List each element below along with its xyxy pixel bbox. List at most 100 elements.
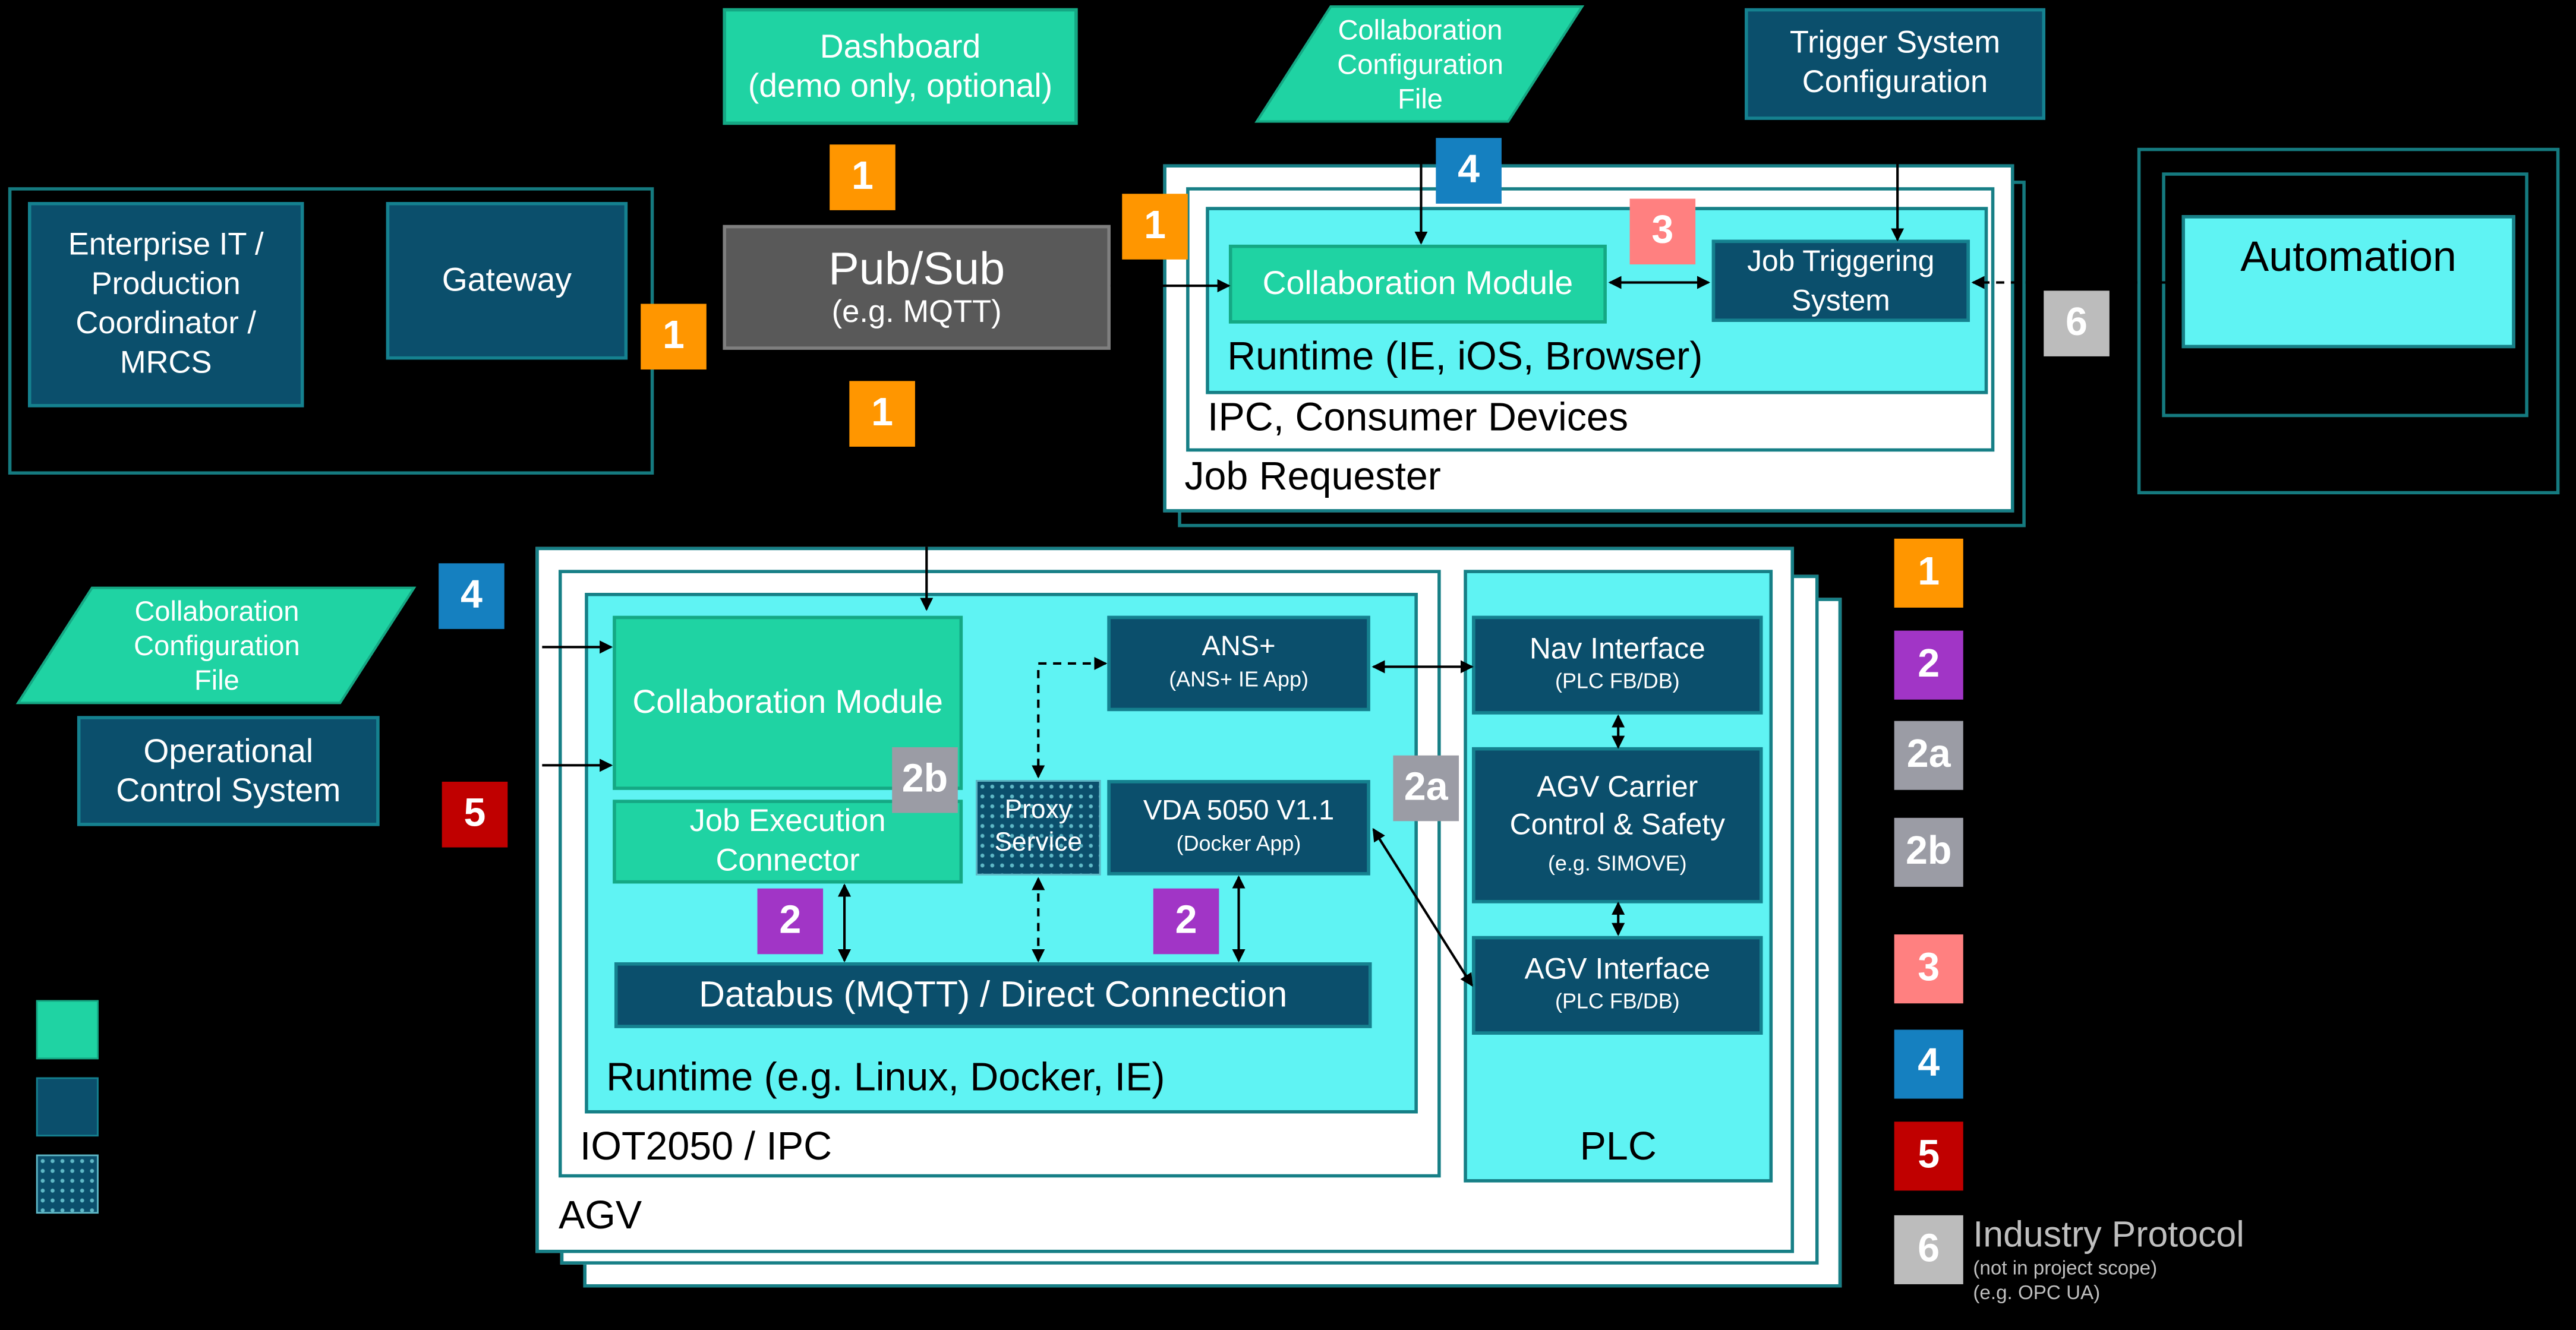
proxy-line-2: Service <box>994 829 1083 858</box>
badge-6: 6 <box>2044 290 2110 356</box>
automation-label: Automation <box>2240 231 2457 281</box>
badge-label: 2 <box>1918 642 1940 687</box>
badge-label: 2b <box>901 757 948 802</box>
badge-4-agv: 4 <box>439 563 505 629</box>
badge-label: 3 <box>1918 946 1940 991</box>
vda-5050-box: VDA 5050 V1.1(Docker App) <box>1107 780 1370 876</box>
industry-protocol-note-1: (not in project scope) <box>1973 1256 2158 1280</box>
agv-collab-file-line-3: File <box>194 664 239 696</box>
badge-4-jr: 4 <box>1436 138 1502 204</box>
automation-box: Automation <box>2181 215 2515 349</box>
pubsub-box: Pub/Sub(e.g. MQTT) <box>723 225 1111 350</box>
badge-label: 5 <box>1918 1133 1940 1178</box>
badge-label: 2b <box>1905 829 1952 874</box>
ipc-label: IPC, Consumer Devices <box>1207 396 1629 440</box>
trigger-config-line-2: Configuration <box>1802 65 1988 100</box>
job-triggering-line-1: Job Triggering <box>1747 244 1935 278</box>
nav-interface: Nav Interface(PLC FB/DB) <box>1472 615 1763 715</box>
legend-badge-4: 4 <box>1894 1029 1963 1099</box>
enterprise-line-1: Enterprise IT / <box>68 227 264 262</box>
ans-plus-box: ANS+(ANS+ IE App) <box>1107 615 1370 712</box>
badge-2-job-exec: 2 <box>757 888 824 955</box>
jr-collab-file-shape <box>1254 5 1585 123</box>
enterprise-line-4: MRCS <box>119 345 212 381</box>
gateway-box: Gateway <box>386 202 628 360</box>
ocs-line-1: Operational <box>143 733 314 770</box>
badge-label: 2a <box>1906 732 1951 777</box>
agv-collab-module-label: Collaboration Module <box>632 684 943 721</box>
plc-label: PLC <box>1579 1124 1657 1170</box>
badge-label: 1 <box>1144 203 1166 248</box>
badge-label: 1 <box>871 390 894 435</box>
legend-badge-2a: 2a <box>1894 721 1963 790</box>
badge-label: 4 <box>1918 1041 1940 1086</box>
badge-label: 3 <box>1651 208 1674 253</box>
iot-label: IOT2050 / IPC <box>579 1124 833 1170</box>
badge-label: 2a <box>1404 765 1448 810</box>
gateway-label: Gateway <box>442 261 572 298</box>
job-exec-line-2: Connector <box>715 843 860 878</box>
agv-collab-file-line-2: Configuration <box>134 630 300 661</box>
legend-badge-3: 3 <box>1894 934 1963 1004</box>
badge-label: 6 <box>1918 1227 1940 1271</box>
agv-label: AGV <box>558 1193 642 1239</box>
enterprise-line-3: Coordinator / <box>75 306 257 341</box>
databus-bar: Databus (MQTT) / Direct Connection <box>614 962 1372 1028</box>
nav-title: Nav Interface <box>1529 632 1705 665</box>
jr-collab-module: Collaboration Module <box>1228 244 1607 324</box>
job-exec-line-1: Job Execution <box>689 804 886 839</box>
agv-collab-file-line-1: Collaboration <box>134 595 299 627</box>
industry-protocol-note-2: (e.g. OPC UA) <box>1973 1281 2101 1304</box>
legend-badge-2b: 2b <box>1894 817 1963 887</box>
databus-label: Databus (MQTT) / Direct Connection <box>699 974 1288 1015</box>
badge-1-job-requester: 1 <box>1122 194 1188 260</box>
badge-label: 2 <box>779 898 802 943</box>
agv-runtime-label: Runtime (e.g. Linux, Docker, IE) <box>606 1056 1165 1101</box>
badge-1-agv: 1 <box>849 381 915 447</box>
badge-label: 4 <box>1458 147 1480 192</box>
dashboard-line-1: Dashboard <box>819 29 981 65</box>
badge-label: 2 <box>1175 898 1197 943</box>
badge-2a: 2a <box>1393 755 1459 822</box>
badge-label: 6 <box>2066 300 2088 345</box>
carrier-line-2: Control & Safety <box>1509 808 1725 841</box>
job-triggering-line-2: System <box>1791 284 1890 317</box>
jr-runtime-label: Runtime (IE, iOS, Browser) <box>1227 334 1703 380</box>
jr-collab-file-line-1: Collaboration <box>1338 14 1503 46</box>
badge-5: 5 <box>442 781 508 848</box>
carrier-subtitle: (e.g. SIMOVE) <box>1547 851 1687 876</box>
legend-badge-1: 1 <box>1894 538 1963 608</box>
automation-group <box>2137 147 2560 495</box>
pubsub-title: Pub/Sub <box>828 243 1005 294</box>
legend-swatch-service <box>36 1154 99 1214</box>
badge-1-gateway: 1 <box>641 304 707 370</box>
agv-interface: AGV Interface(PLC FB/DB) <box>1472 936 1763 1035</box>
badge-label: 1 <box>1918 550 1940 595</box>
proxy-line-1: Proxy <box>1004 796 1072 824</box>
legend-badge-5: 5 <box>1894 1122 1963 1191</box>
agv-interface-subtitle: (PLC FB/DB) <box>1555 988 1680 1013</box>
badge-label: 1 <box>851 154 874 199</box>
jr-collab-module-label: Collaboration Module <box>1262 265 1574 302</box>
jr-collab-file-line-2: Configuration <box>1337 48 1503 80</box>
legend-industry-protocol: Industry Protocol (not in project scope)… <box>1973 1214 2244 1306</box>
legend-swatch-module <box>36 1000 99 1060</box>
badge-label: 1 <box>663 314 685 358</box>
ocs-line-2: Control System <box>116 772 341 809</box>
badge-2-vda: 2 <box>1153 888 1219 955</box>
legend-badge-6: 6 <box>1894 1215 1963 1284</box>
badge-1-dashboard: 1 <box>830 144 896 210</box>
enterprise-line-2: Production <box>91 267 241 302</box>
legend-badge-2: 2 <box>1894 630 1963 700</box>
automation-inner <box>2162 172 2528 418</box>
badge-2b: 2b <box>892 747 958 813</box>
industry-protocol-title: Industry Protocol <box>1973 1214 2244 1255</box>
dashboard-line-2: (demo only, optional) <box>748 68 1053 105</box>
legend-swatch-system <box>36 1077 99 1137</box>
